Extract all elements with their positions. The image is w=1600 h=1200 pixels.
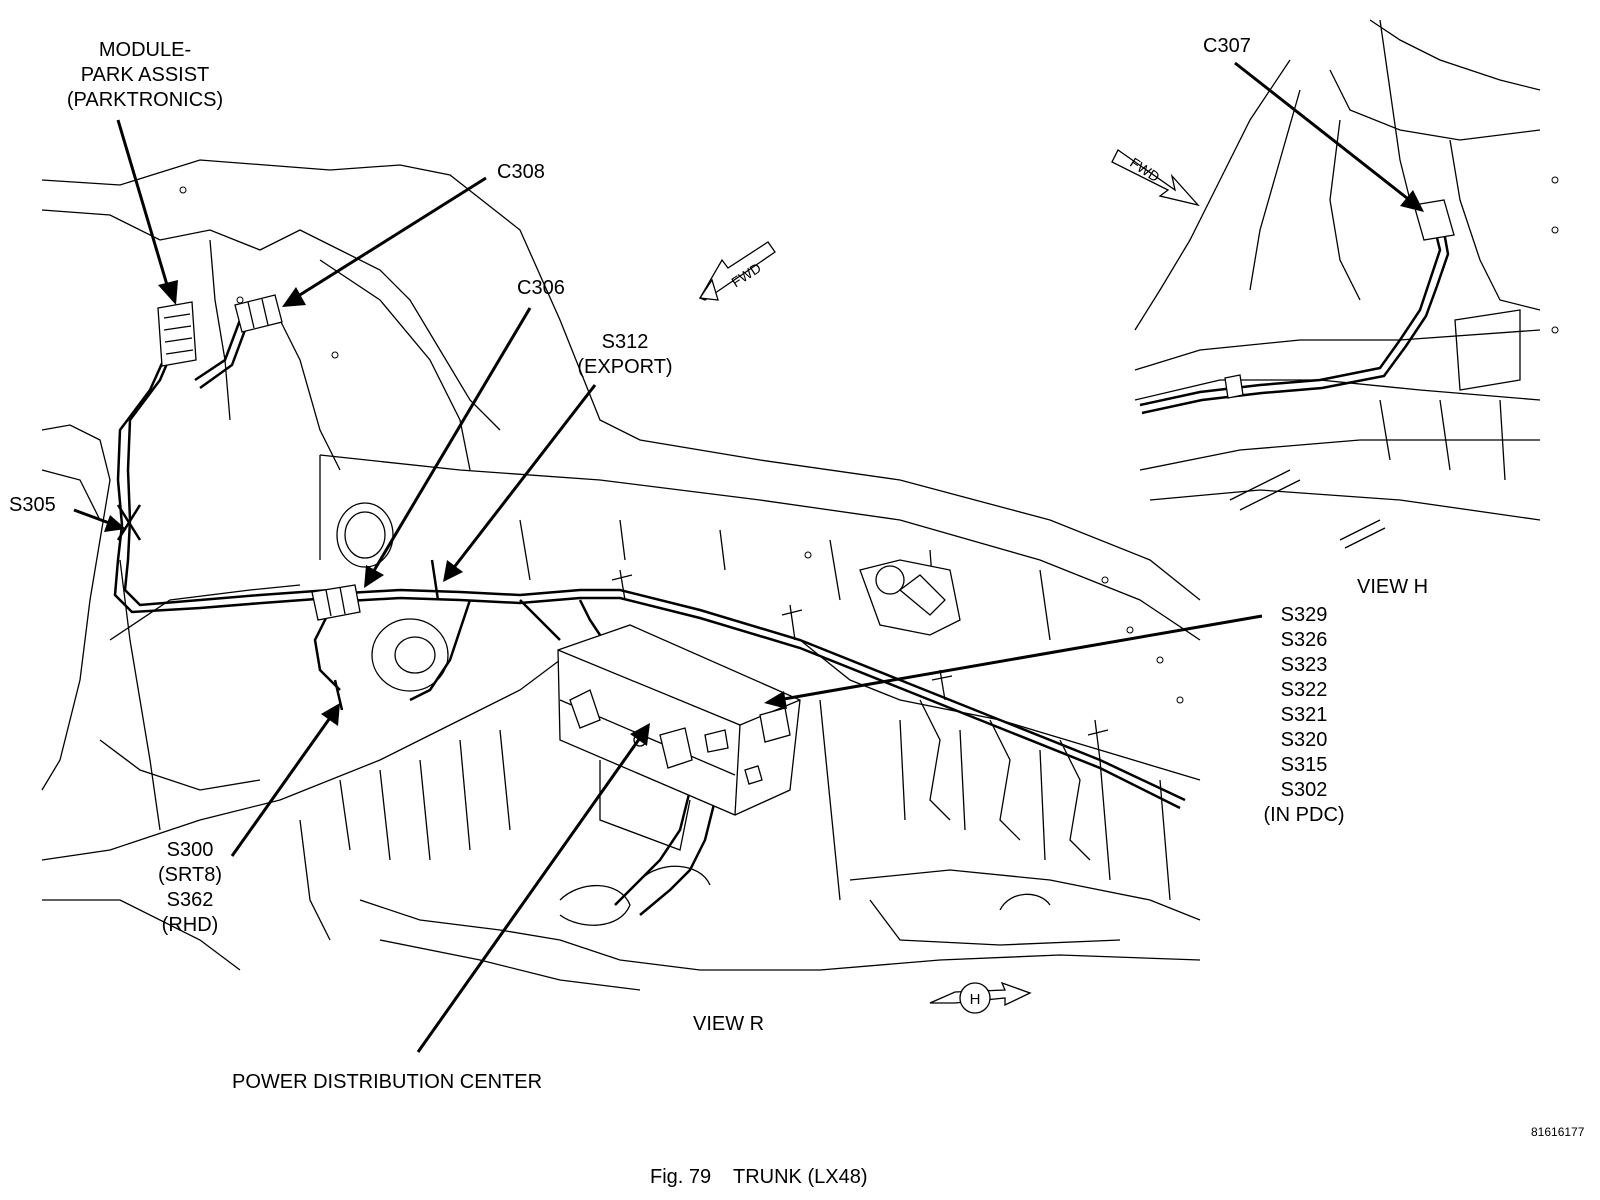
c306-label: C306 <box>517 277 565 299</box>
view-h-marker <box>929 981 1032 1014</box>
leader-lines <box>73 61 1424 1053</box>
s305-label: S305 <box>9 494 56 516</box>
fwd-arrow-view-h <box>1111 149 1200 207</box>
fwd-arrow-main <box>698 241 776 301</box>
power-distribution-center-label: POWER DISTRIBUTION CENTER <box>232 1071 543 1093</box>
part-number: 81616177 <box>1531 1125 1585 1139</box>
pdc-splices-label: S329 S326 S323 S322 S321 S320 S315 S302 … <box>1263 604 1345 826</box>
s300-s362-label: S300 (SRT8) S362 (RHD) <box>157 839 223 936</box>
view-h-marker-label: H <box>970 991 981 1008</box>
module-park-assist-label: MODULE- PARK ASSIST (PARKTRONICS) <box>66 39 224 111</box>
power-distribution-center-box <box>557 624 801 851</box>
figure-caption: Fig. 79 TRUNK (LX48) <box>650 1166 868 1188</box>
wiring-harness <box>113 294 1186 916</box>
c308-label: C308 <box>497 161 545 183</box>
s312-label: S312 (EXPORT) <box>577 331 673 378</box>
view-r-label: VIEW R <box>693 1013 765 1035</box>
trunk-body-outline <box>41 159 1201 991</box>
view-h-inset <box>1134 19 1559 549</box>
view-h-label: VIEW H <box>1357 576 1429 598</box>
c307-label: C307 <box>1203 35 1251 57</box>
